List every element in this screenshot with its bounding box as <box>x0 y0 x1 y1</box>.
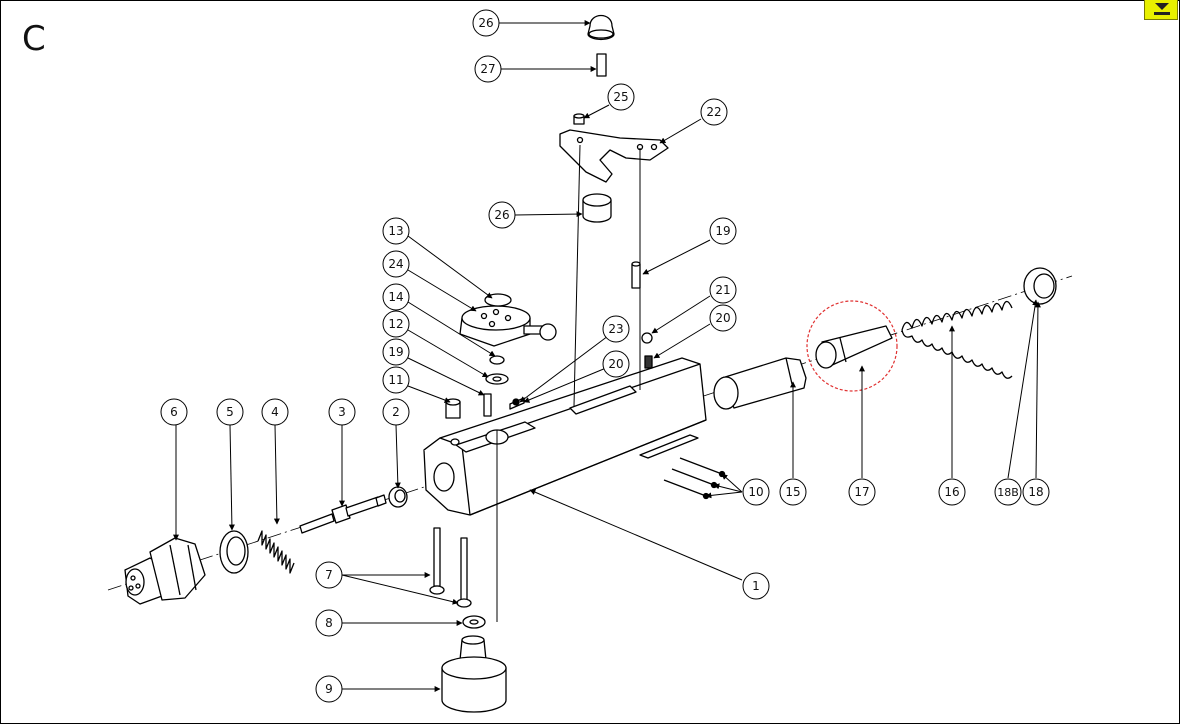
part-7-bolts <box>429 527 472 608</box>
expand-button[interactable] <box>1144 0 1178 20</box>
callout-label: 17 <box>854 485 869 499</box>
callout-c9: 9 <box>315 675 343 703</box>
part-27-pin <box>596 53 607 77</box>
callout-c15: 15 <box>779 478 807 506</box>
part-26-middle-cap <box>582 193 612 223</box>
callout-label: 24 <box>388 257 403 271</box>
callout-c12: 12 <box>382 310 410 338</box>
callout-label: 2 <box>392 405 400 419</box>
callout-c7: 7 <box>315 561 343 589</box>
callout-c4: 4 <box>261 398 289 426</box>
part-5-washer <box>219 530 249 574</box>
callout-bubbles: 26 27 25 22 26 19 13 24 14 12 19 11 21 2… <box>160 9 1050 703</box>
callout-label: 7 <box>325 568 333 582</box>
part-19-upper-pin <box>631 261 641 289</box>
callout-label: 25 <box>613 90 628 104</box>
part-4-spring <box>257 530 295 574</box>
callout-label: 15 <box>785 485 800 499</box>
callout-c24: 24 <box>382 250 410 278</box>
callout-label: 3 <box>338 405 346 419</box>
part-8-nut <box>462 615 486 629</box>
callout-label: 4 <box>271 405 279 419</box>
callout-c26b: 26 <box>488 201 516 229</box>
callout-c6: 6 <box>160 398 188 426</box>
callout-c27: 27 <box>474 55 502 83</box>
callout-c18b: 18B <box>994 478 1022 506</box>
callout-c8: 8 <box>315 609 343 637</box>
callout-label: 20 <box>715 311 730 325</box>
part-2-nut <box>388 486 408 508</box>
part-26-top-cap <box>587 14 615 41</box>
callout-c20b: 20 <box>602 350 630 378</box>
part-11-sleeve <box>445 398 461 419</box>
callout-c13: 13 <box>382 217 410 245</box>
part-12-washer <box>485 373 509 385</box>
callout-c22: 22 <box>700 98 728 126</box>
callout-c19b: 19 <box>382 338 410 366</box>
callout-label: 13 <box>388 224 403 238</box>
part-10-pins <box>663 457 726 500</box>
part-18-end-cap <box>1023 267 1057 305</box>
part-24-plate <box>459 305 557 347</box>
highlight-circle <box>806 300 898 392</box>
callout-label: 6 <box>170 405 178 419</box>
callout-label: 10 <box>748 485 763 499</box>
part-6-rear-nut <box>124 537 206 605</box>
part-14-ring <box>489 355 505 365</box>
callout-c20a: 20 <box>709 304 737 332</box>
callout-label: 26 <box>494 208 509 222</box>
part-20-spring <box>644 355 653 369</box>
callout-c11: 11 <box>382 366 410 394</box>
callout-c3: 3 <box>328 398 356 426</box>
callout-c26a: 26 <box>472 9 500 37</box>
callout-label: 27 <box>480 62 495 76</box>
callout-c1: 1 <box>742 572 770 600</box>
leader-lines <box>173 20 1041 692</box>
callout-label: 20 <box>608 357 623 371</box>
callout-label: 9 <box>325 682 333 696</box>
callout-label: 19 <box>388 345 403 359</box>
callout-c21: 21 <box>709 276 737 304</box>
callout-c19a: 19 <box>709 217 737 245</box>
callout-c5: 5 <box>216 398 244 426</box>
callout-label: 18 <box>1028 485 1043 499</box>
callout-label: 21 <box>715 283 730 297</box>
part-23-screw <box>509 397 525 410</box>
callout-c14: 14 <box>382 283 410 311</box>
part-15-tube <box>713 357 807 410</box>
callout-label: 26 <box>478 16 493 30</box>
callout-label: 5 <box>226 405 234 419</box>
callout-label: 23 <box>608 322 623 336</box>
part-16-spring <box>901 300 1013 379</box>
callout-c17: 17 <box>848 478 876 506</box>
callout-c23: 23 <box>602 315 630 343</box>
part-19-lower-pin <box>483 393 492 417</box>
callout-label: 16 <box>944 485 959 499</box>
callout-label: 22 <box>706 105 721 119</box>
part-21-ball <box>641 332 653 344</box>
section-letter: C <box>22 19 46 59</box>
part-25-screw <box>573 113 585 125</box>
callout-c2: 2 <box>382 398 410 426</box>
part-9-cap <box>441 635 507 713</box>
part-22-hook-plate <box>559 129 669 183</box>
callout-label: 12 <box>388 317 403 331</box>
callout-label: 1 <box>752 579 760 593</box>
callout-label: 14 <box>388 290 403 304</box>
chevron-down-icon <box>1154 3 1170 15</box>
callout-c18: 18 <box>1022 478 1050 506</box>
part-1-main-body <box>423 357 707 516</box>
part-17-plunger <box>815 325 893 369</box>
part-3-piston <box>299 494 387 534</box>
callout-label: 8 <box>325 616 333 630</box>
callout-c16: 16 <box>938 478 966 506</box>
callout-label: 11 <box>388 373 403 387</box>
callout-label: 19 <box>715 224 730 238</box>
callout-label: 18B <box>997 486 1019 499</box>
callout-c25: 25 <box>607 83 635 111</box>
callout-c10: 10 <box>742 478 770 506</box>
